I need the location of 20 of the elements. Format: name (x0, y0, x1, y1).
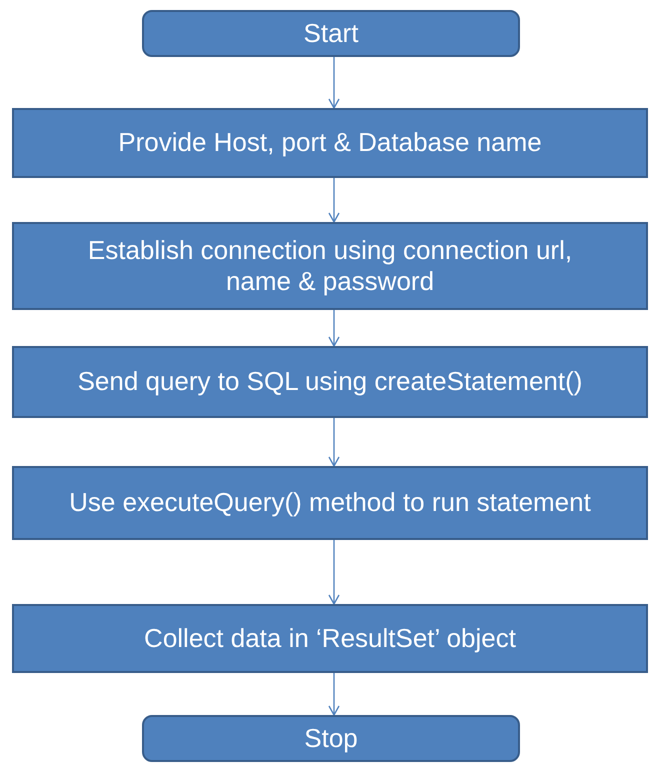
arrow (328, 310, 340, 347)
process-box (12, 604, 648, 673)
step-text: Send query to SQL using createStatement() (78, 366, 582, 398)
step-text: Start (304, 18, 358, 50)
process-box (12, 346, 648, 418)
process-box (12, 222, 648, 310)
process-box (12, 466, 648, 540)
arrow (328, 418, 340, 467)
step-text: Use executeQuery() method to run statement (69, 487, 591, 519)
arrow (328, 673, 340, 716)
terminal-box (142, 715, 520, 762)
arrow (328, 57, 340, 109)
arrow (328, 178, 340, 223)
terminal-box (142, 10, 520, 57)
step-text: Provide Host, port & Database name (118, 127, 542, 159)
arrow (328, 540, 340, 605)
step-text: Stop (304, 722, 358, 754)
step-text: Collect data in ‘ResultSet’ object (144, 622, 516, 654)
process-box (12, 108, 648, 178)
step-text: Establish connection using connection url, name & password (86, 234, 574, 298)
